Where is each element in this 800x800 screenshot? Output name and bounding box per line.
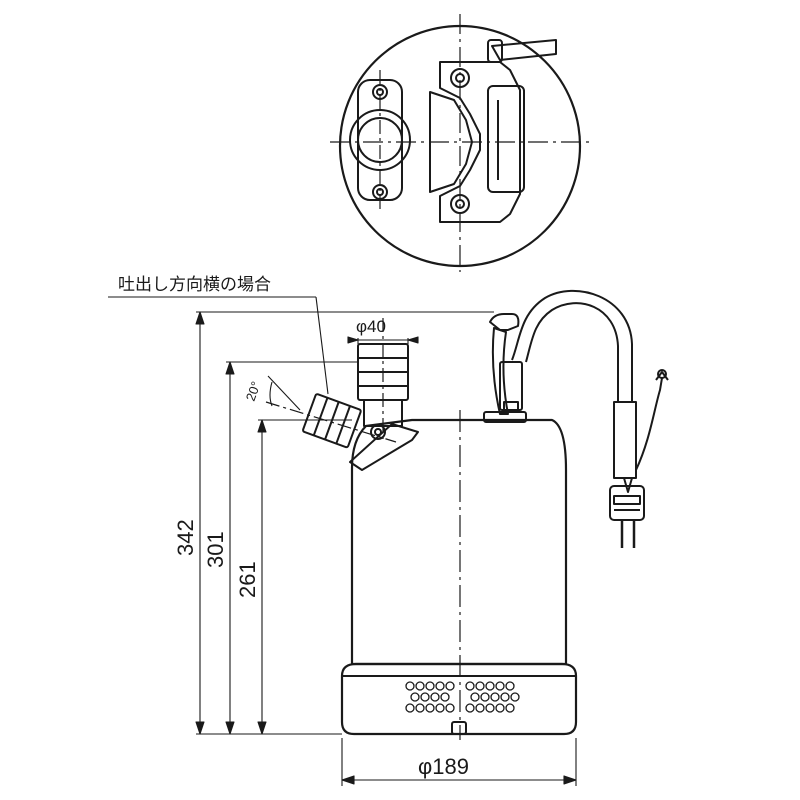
strainer-holes — [405, 681, 520, 713]
side-discharge-fitting — [265, 393, 419, 471]
dim-height-discharge: 261 — [235, 561, 260, 598]
top-view-cable — [491, 39, 557, 61]
side-view — [265, 289, 669, 740]
dim-height-outlet-side: 301 — [203, 531, 228, 568]
pump-body — [350, 418, 568, 666]
pump-handle — [483, 313, 527, 423]
top-view-handle-bracket — [429, 61, 525, 223]
top-view — [330, 14, 590, 272]
dim-outlet-diameter: φ40 — [356, 317, 386, 336]
discharge-nipple — [357, 318, 409, 440]
dim-base-diameter: φ189 — [418, 754, 469, 779]
dim-height-total: 342 — [173, 519, 198, 556]
power-cable — [511, 289, 669, 493]
dim-angle: 20° — [243, 379, 264, 403]
top-view-outlet-flange — [349, 79, 411, 201]
side-discharge-note: 吐出し方向横の場合 — [118, 275, 271, 294]
power-plug — [609, 485, 645, 548]
pump-base — [340, 662, 578, 736]
dimension-lines — [108, 296, 577, 786]
base-drain-plug — [451, 721, 467, 735]
